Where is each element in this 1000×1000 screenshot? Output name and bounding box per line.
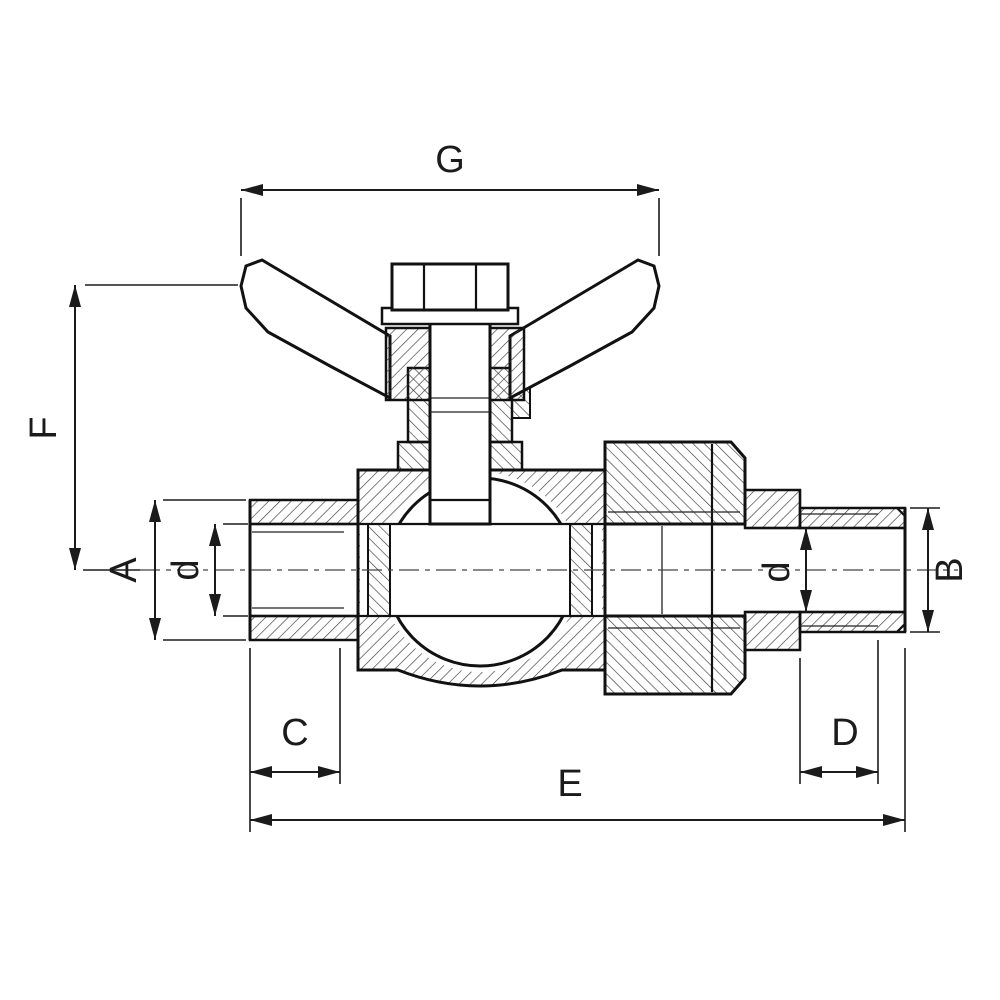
union-nut-bottom-wall — [603, 614, 747, 696]
tailpiece-section — [743, 488, 907, 652]
union-nut-section — [603, 440, 747, 696]
tail-collar-bottom-wall — [743, 610, 802, 652]
arrowhead-right — [883, 814, 905, 826]
arrowhead-down — [149, 618, 161, 640]
left-port-bottom-wall — [248, 614, 360, 642]
arrowhead-right — [318, 766, 340, 778]
left-port-top-wall — [248, 498, 360, 526]
dim-B: B — [910, 507, 971, 633]
arrowhead-up — [209, 524, 221, 546]
dim-label-d-right: d — [756, 561, 798, 582]
dim-G: G — [240, 139, 660, 256]
dim-label-B: B — [929, 557, 971, 582]
arrowhead-down — [922, 610, 934, 632]
handle-hub-right — [488, 326, 526, 402]
dim-F: F — [23, 284, 238, 571]
dim-d-right: d — [756, 528, 812, 612]
dim-label-D: D — [831, 712, 858, 754]
dim-label-d-left: d — [165, 559, 207, 580]
dim-label-A: A — [103, 557, 145, 583]
arrowhead-down — [69, 548, 81, 570]
dim-d-left: d — [165, 523, 248, 617]
tail-collar-top-wall — [743, 488, 802, 530]
handle-wing-left — [239, 258, 392, 401]
handle-wing-right — [508, 258, 661, 401]
tail-end-chamfer-top — [896, 507, 906, 517]
dim-D: D — [799, 640, 879, 784]
arrowhead-left — [800, 766, 822, 778]
arrowhead-up — [149, 500, 161, 522]
arrowhead-left — [250, 814, 272, 826]
arrowhead-down — [800, 590, 812, 612]
stem-nut — [390, 262, 510, 312]
arrowhead-up — [922, 508, 934, 530]
dim-label-G: G — [435, 139, 465, 181]
tail-end-chamfer-bottom — [896, 623, 906, 633]
arrowhead-left — [241, 184, 263, 196]
arrowhead-right — [637, 184, 659, 196]
tail-thread-top-wall — [798, 506, 907, 530]
dim-C: C — [249, 648, 341, 832]
arrowhead-up — [800, 528, 812, 550]
dim-label-E: E — [557, 763, 582, 805]
arrowhead-left — [250, 766, 272, 778]
dimensions: G F A d — [23, 139, 971, 832]
dim-A: A — [103, 499, 246, 641]
dim-E: E — [250, 648, 906, 832]
butterfly-handle — [239, 258, 661, 402]
valve-assembly — [140, 258, 958, 696]
handle-hub-left — [384, 326, 432, 402]
dim-label-F: F — [23, 416, 65, 439]
arrowhead-down — [209, 594, 221, 616]
arrowhead-up — [69, 285, 81, 307]
tail-thread-bottom-wall — [798, 610, 907, 634]
dim-label-C: C — [281, 712, 308, 754]
left-port-section — [248, 498, 360, 642]
arrowhead-right — [856, 766, 878, 778]
valve-stem — [428, 294, 492, 526]
